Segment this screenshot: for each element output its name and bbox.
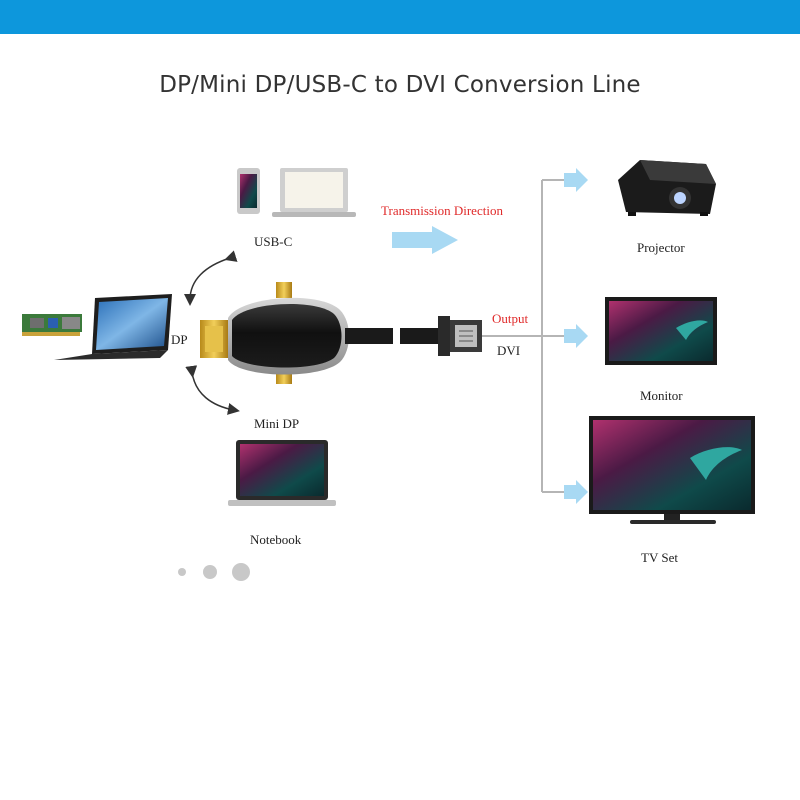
page-title: DP/Mini DP/USB-C to DVI Conversion Line [159, 72, 641, 98]
dvi-connector [400, 316, 482, 356]
transmission-direction-arrow [392, 226, 458, 254]
output-label: Output [492, 311, 529, 326]
carousel-dot-2[interactable] [203, 565, 217, 579]
dp-label: DP [171, 332, 188, 347]
monitor-arrow-icon [564, 324, 588, 348]
monitor-icon [605, 297, 717, 365]
laptop-icon [54, 294, 172, 360]
adapter-device [200, 282, 393, 384]
transmission-direction-label: Transmission Direction [381, 203, 503, 218]
projector-arrow-icon [564, 168, 588, 192]
output-branch-lines [482, 168, 588, 504]
tv-arrow-icon [564, 480, 588, 504]
phone-icon [237, 168, 260, 214]
mini-dp-label: Mini DP [254, 416, 300, 431]
tv-icon [589, 416, 755, 524]
projector-icon [618, 160, 716, 216]
monitor-label: Monitor [640, 388, 683, 403]
mini-dp-curved-arrow [185, 365, 240, 415]
notebook-label: Notebook [250, 532, 302, 547]
carousel-dot-1[interactable] [178, 568, 186, 576]
notebook-icon [228, 440, 336, 506]
usb-c-curved-arrow [184, 250, 238, 306]
usb-c-label: USB-C [254, 234, 293, 249]
tv-set-label: TV Set [641, 550, 678, 565]
carousel-dot-3[interactable] [232, 563, 250, 581]
top-banner [0, 0, 800, 34]
usb-c-laptop-icon [272, 168, 356, 217]
projector-label: Projector [637, 240, 685, 255]
graphics-card-icon [22, 314, 82, 336]
dvi-label: DVI [497, 343, 521, 358]
